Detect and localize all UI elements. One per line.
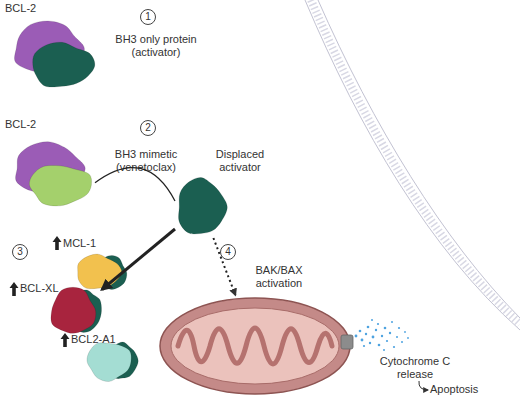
activator-protein: Displaced activator (175, 176, 228, 238)
cytochrome-c-particles (355, 319, 409, 351)
protein-name: BCL-XL (20, 282, 59, 295)
protein-blob (179, 177, 228, 234)
protein-description: BH3 only protein (activator) (100, 33, 212, 59)
protein-complex: BCL-2BH3 mimetic (venetoclax) (10, 140, 95, 206)
release-label: Cytochrome C release (378, 355, 452, 381)
edge-label: BAK/BAX activation (234, 264, 324, 290)
protein-blob (78, 254, 122, 289)
callout-number: 2 (140, 120, 156, 136)
protein-complex: BCL-XL (50, 285, 102, 337)
shape-outline (175, 176, 228, 238)
protein-name: MCL-1 (63, 237, 96, 250)
outcome-label: Apoptosis (430, 383, 478, 396)
connector-line (95, 168, 175, 201)
membrane-line (305, 0, 520, 330)
membrane-line (318, 0, 520, 318)
callout-number: 1 (140, 9, 156, 25)
protein-complex: MCL-1 (72, 252, 128, 292)
activator-label: Displaced activator (205, 148, 275, 174)
callout-number: 3 (12, 244, 28, 260)
drug-description: BH3 mimetic (venetoclax) (96, 148, 196, 174)
protein-blob (33, 42, 95, 87)
protein-blob (51, 287, 96, 333)
dotted-arrow (213, 238, 235, 295)
protein-blob (87, 343, 131, 382)
protein-name: BCL-2 (5, 118, 36, 131)
shape-outline (10, 18, 95, 88)
protein-name: BCL2-A1 (71, 333, 116, 346)
connector-arrow (102, 229, 175, 290)
shape-outline (72, 252, 128, 292)
cell-membrane (311, 0, 520, 324)
protein-complex: BCL-2BH3 only protein (activator) (10, 18, 95, 88)
mitochondrion: Cytochrome C release (158, 295, 352, 397)
apoptosis-arrow (419, 381, 428, 390)
shape-outline (85, 340, 139, 382)
protein-blob (29, 165, 91, 206)
protein-name: BCL-2 (5, 2, 36, 15)
callout-number: 4 (220, 244, 236, 260)
shape-outline (10, 140, 95, 206)
protein-complex: BCL2-A1 (85, 340, 139, 382)
shape-outline (158, 295, 352, 397)
